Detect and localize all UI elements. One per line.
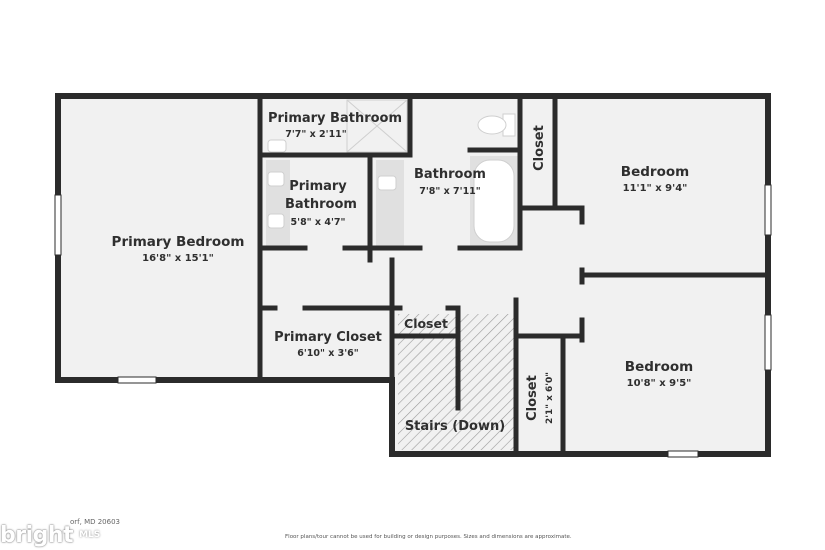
primary-bathroom-top-name: Primary Bathroom	[268, 111, 402, 126]
primary-closet-name: Primary Closet	[274, 330, 382, 345]
sink-icon	[267, 139, 287, 153]
window-bedroom-bottom	[667, 450, 699, 458]
primary-closet-dims: 6'10" x 3'6"	[297, 348, 359, 359]
logo-suffix: MLS	[79, 530, 101, 540]
closet-bottom-dims: 2'1" x 6'0"	[545, 372, 555, 424]
walls	[55, 93, 771, 457]
bathroom-name: Bathroom	[414, 167, 486, 182]
bathtub-icon	[470, 156, 518, 246]
fixtures	[266, 99, 518, 246]
brightmls-logo: bright MLS	[0, 520, 100, 550]
closet-middle-name: Closet	[404, 316, 448, 331]
toilet-icon	[477, 113, 516, 137]
primary-bathroom-name-2: Bathroom	[285, 197, 357, 212]
window-primary-bedroom-left	[54, 194, 62, 256]
window-bedroom-bottom-side	[764, 314, 772, 371]
footer-disclaimer: Floor plans/tour cannot be used for buil…	[285, 534, 572, 540]
closet-bottom-name: Closet	[525, 375, 540, 421]
bedroom-top-name: Bedroom	[621, 164, 689, 180]
window-primary-bedroom-bottom	[117, 376, 157, 384]
bath-vanity-icon	[376, 160, 404, 246]
bedroom-bottom-name: Bedroom	[625, 359, 693, 375]
primary-bedroom-name: Primary Bedroom	[112, 234, 245, 250]
bedroom-top-dims: 11'1" x 9'4"	[623, 183, 688, 194]
primary-bathroom-top-dims: 7'7" x 2'11"	[285, 129, 347, 140]
bathroom-dims: 7'8" x 7'11"	[419, 186, 481, 197]
windows	[54, 184, 772, 458]
window-bedroom-top	[764, 184, 772, 236]
primary-bathroom-name-1: Primary	[289, 179, 347, 194]
shower-icon	[346, 99, 408, 153]
logo-wordmark: bright	[0, 522, 74, 548]
room-labels: Primary Bedroom 16'8" x 15'1" Primary Ba…	[112, 111, 694, 434]
primary-bathroom-dims: 5'8" x 4'7"	[291, 217, 346, 228]
stairs-name: Stairs (Down)	[405, 419, 505, 434]
footer-address: orf, MD 20603	[70, 518, 120, 526]
bedroom-bottom-dims: 10'8" x 9'5"	[627, 378, 692, 389]
primary-bedroom-dims: 16'8" x 15'1"	[142, 253, 214, 264]
closet-top-name: Closet	[532, 125, 547, 171]
